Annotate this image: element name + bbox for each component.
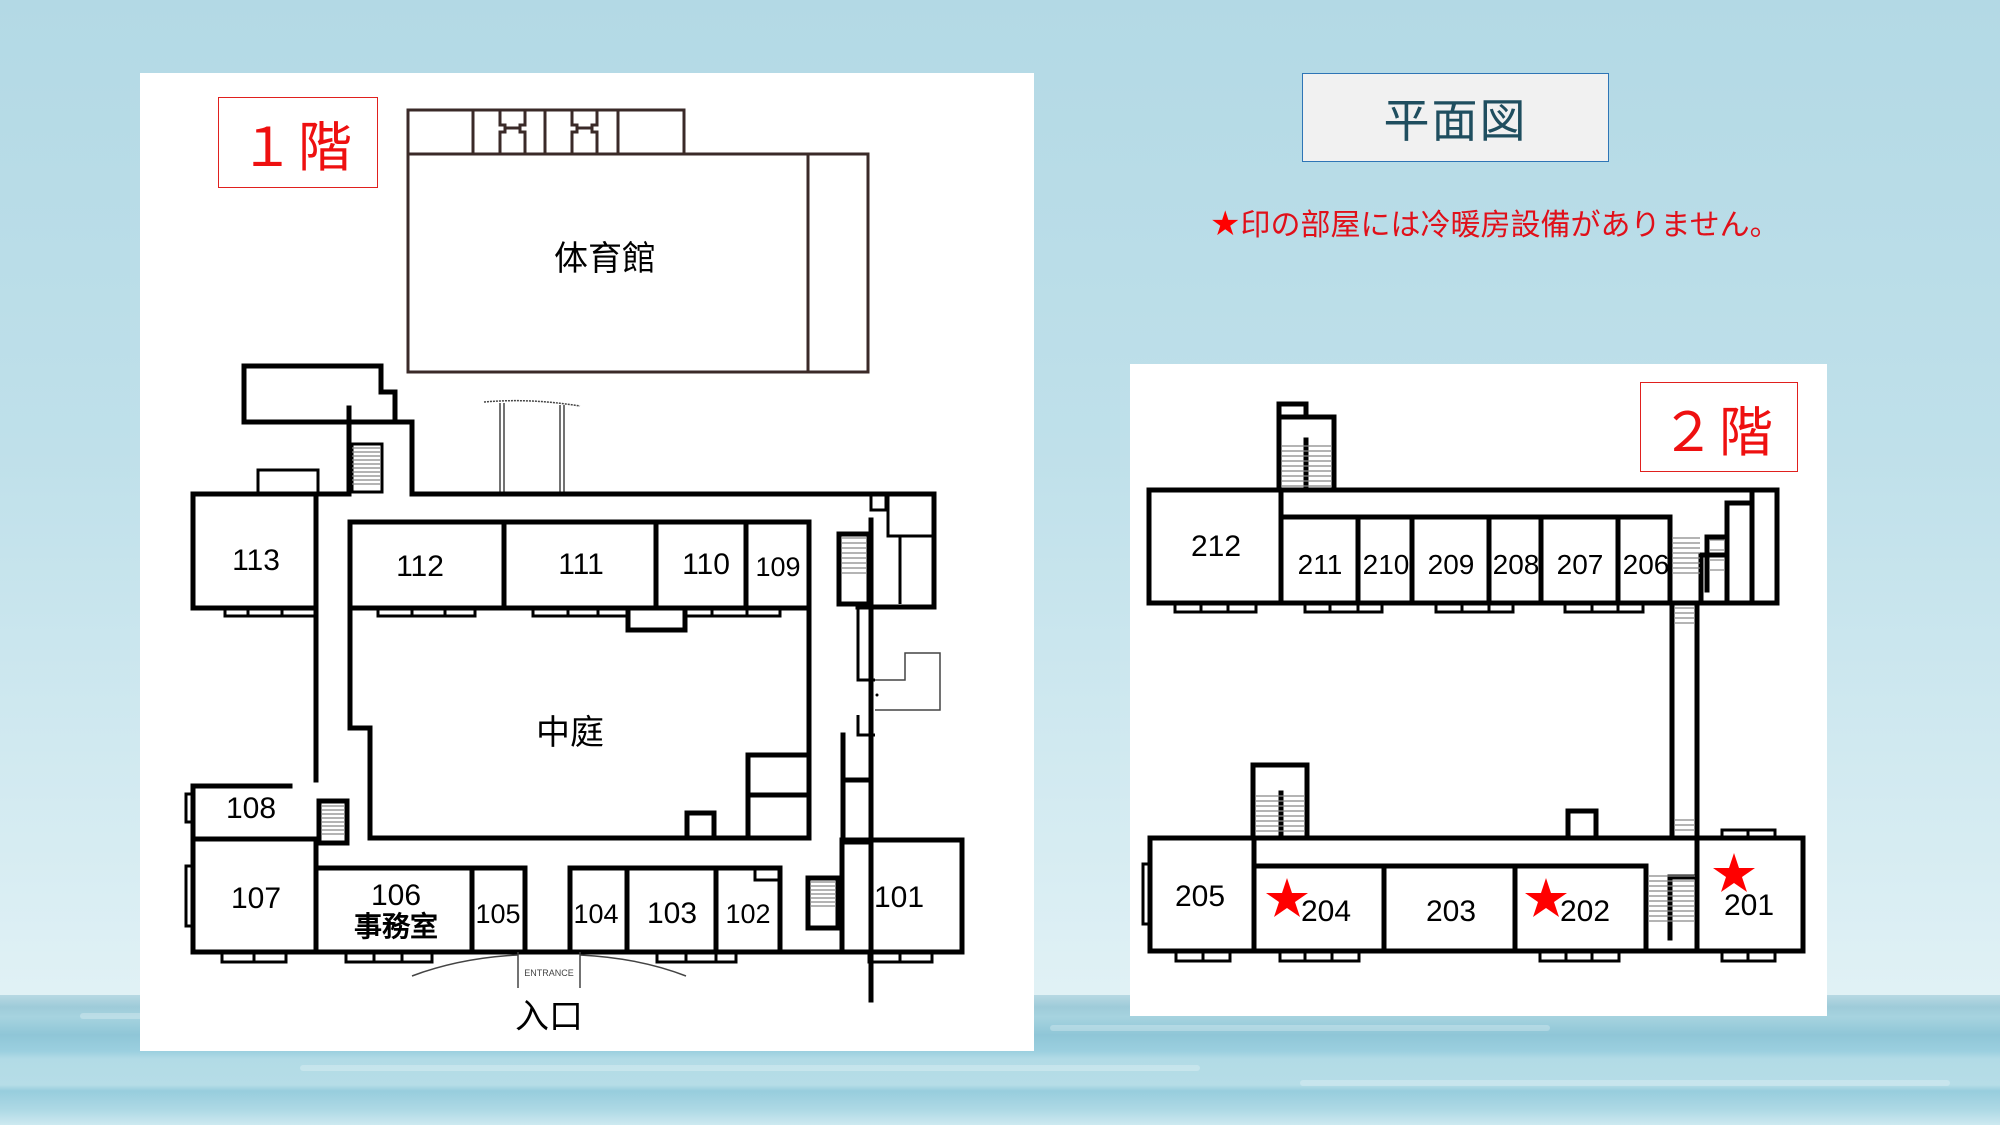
no-ac-star-icon-201: [1713, 853, 1755, 892]
entrance: ENTRANCE 入口: [411, 952, 687, 1037]
room-107: 107: [231, 882, 281, 915]
room-209: 209: [1428, 549, 1475, 580]
room-112: 112: [396, 550, 444, 583]
room-106: 106: [371, 879, 421, 912]
star-icon: ★: [1210, 204, 1241, 244]
room-101: 101: [874, 881, 924, 914]
room-109: 109: [755, 552, 800, 582]
room-207: 207: [1557, 549, 1604, 580]
room-210: 210: [1363, 549, 1410, 580]
note-text: 印の部屋には冷暖房設備がありません。: [1240, 208, 1780, 243]
room-105: 105: [475, 899, 520, 929]
room-108: 108: [226, 792, 276, 825]
floor2-drawing: 212 211 210 209 208 207 206: [1141, 401, 1806, 963]
floor2-plan-panel: [1130, 364, 1827, 1016]
floor1-drawing: 体育館: [184, 108, 965, 1037]
gym-annex: [406, 108, 686, 156]
no-ac-star-icon-202: [1525, 878, 1567, 917]
room-202: 202: [1560, 895, 1610, 928]
room-208: 208: [1493, 549, 1540, 580]
walkway: [483, 399, 581, 492]
entrance-label: 入口: [515, 997, 583, 1037]
room-104: 104: [573, 899, 618, 929]
room-102: 102: [725, 899, 770, 929]
entrance-en-label: ENTRANCE: [524, 968, 574, 978]
room-212: 212: [1191, 530, 1241, 563]
gym-building: [406, 152, 870, 374]
room-201: 201: [1724, 889, 1774, 922]
floor2-label: ２階: [1640, 382, 1798, 472]
room-106-office: 事務室: [354, 910, 438, 943]
room-206: 206: [1623, 549, 1670, 580]
no-ac-note: ★印の部屋には冷暖房設備がありません。: [1210, 200, 1780, 244]
room-204: 204: [1301, 895, 1351, 928]
floor1-plan-panel: [140, 73, 1034, 1051]
room-211: 211: [1298, 549, 1343, 580]
room-113: 113: [232, 544, 280, 577]
no-ac-star-icon-204: [1266, 878, 1308, 917]
room-205: 205: [1175, 880, 1225, 913]
page-title: 平面図: [1302, 73, 1609, 162]
gym-label: 体育館: [554, 239, 656, 279]
room-110: 110: [682, 548, 730, 581]
room-203: 203: [1426, 895, 1476, 928]
room-111: 111: [558, 548, 604, 581]
floor1-label: １階: [218, 97, 378, 188]
room-103: 103: [647, 897, 697, 930]
courtyard-label: 中庭: [536, 713, 604, 753]
